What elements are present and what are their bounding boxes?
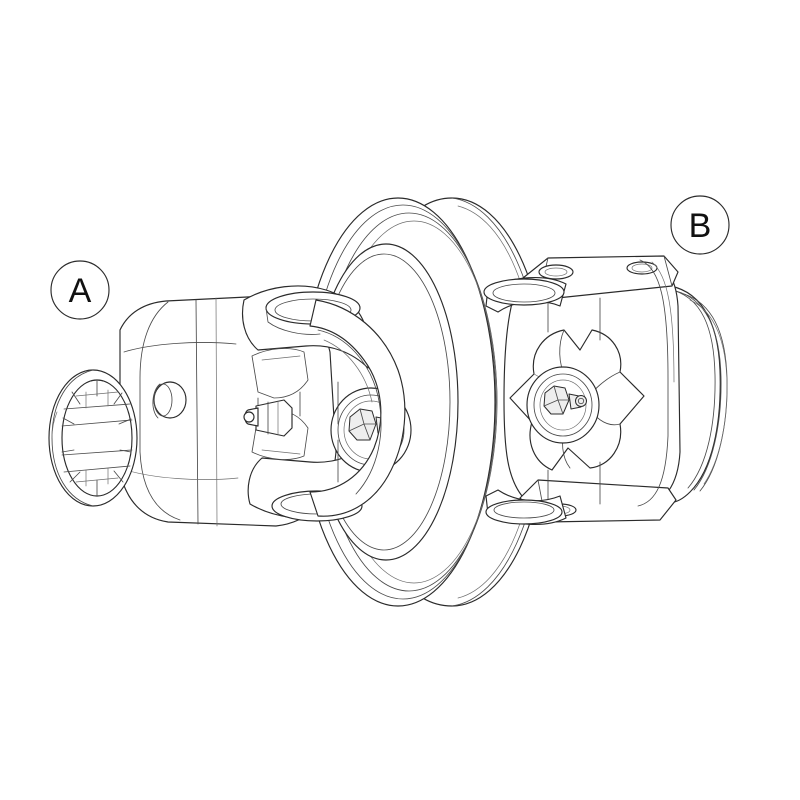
splined-slip-yoke-bore	[48, 369, 138, 507]
right-universal-joint-cross	[526, 366, 600, 444]
callout-b-label: B	[689, 207, 712, 245]
disc-front-yoke-arm	[309, 299, 406, 517]
right-yoke-front-ear	[483, 277, 567, 525]
left-universal-joint-cross	[243, 348, 309, 460]
callout-a: A	[50, 260, 110, 320]
grease-fitting	[243, 399, 293, 437]
hex-bolt-right	[543, 385, 587, 415]
callout-b: B	[670, 195, 730, 255]
callout-a-label: A	[69, 272, 92, 310]
